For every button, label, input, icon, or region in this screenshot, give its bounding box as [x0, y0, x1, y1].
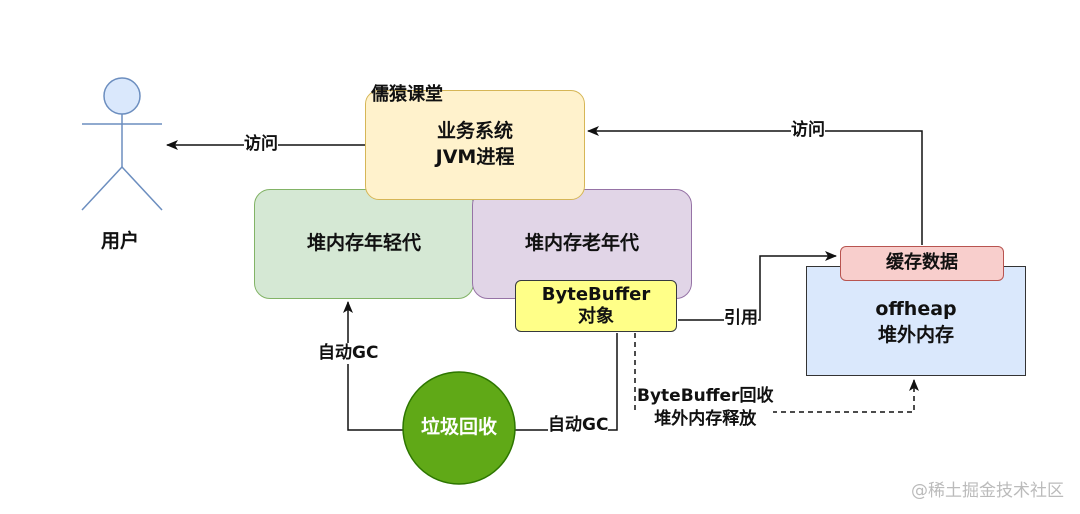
bytebuffer-object-node: ByteBuffer 对象	[515, 280, 677, 332]
bytebuffer-recycle-line2: 堆外内存释放	[654, 408, 757, 429]
offheap-memory-node: offheap 堆外内存	[806, 266, 1026, 376]
user-label: 用户	[101, 230, 140, 252]
young-generation-node: 堆内存年轻代	[254, 189, 474, 299]
access-user-label: 访问	[244, 134, 278, 156]
young-generation-label: 堆内存年轻代	[306, 232, 421, 255]
garbage-collection-label: 垃圾回收	[403, 408, 515, 448]
reference-label: 引用	[724, 308, 758, 330]
offheap-label: offheap	[875, 298, 957, 320]
bytebuffer-label: ByteBuffer	[541, 284, 651, 306]
edge-reference	[678, 251, 837, 321]
edge-access-cache	[587, 126, 923, 245]
auto-gc-old-label: 自动GC	[548, 415, 609, 437]
business-jvm-node: 业务系统 JVM进程	[365, 90, 585, 200]
jvm-process-label: JVM进程	[435, 146, 515, 168]
auto-gc-young-label: 自动GC	[318, 343, 379, 365]
offheap-memory-label: 堆外内存	[877, 323, 954, 346]
bytebuffer-recycle-line1: ByteBuffer回收	[637, 386, 774, 406]
watermark: @稀土掘金技术社区	[911, 481, 1064, 501]
bytebuffer-recycle-label: ByteBuffer回收 堆外内存释放	[637, 385, 774, 431]
object-label: 对象	[578, 306, 614, 327]
business-label: 业务系统	[436, 120, 513, 143]
edge-auto-gc-young	[343, 301, 405, 431]
course-brand-label: 儒猿课堂	[371, 84, 443, 105]
old-generation-label: 堆内存老年代	[524, 232, 639, 255]
cache-data-node: 缓存数据	[840, 246, 1004, 281]
edge-auto-gc-old	[513, 333, 618, 431]
garbage-collection-node	[402, 371, 516, 485]
access-cache-label: 访问	[791, 120, 825, 142]
user-actor-icon	[81, 77, 163, 211]
edge-bytebuffer-release	[634, 333, 919, 413]
cache-data-label: 缓存数据	[886, 252, 958, 274]
garbage-collection-text: 垃圾回收	[420, 416, 497, 439]
